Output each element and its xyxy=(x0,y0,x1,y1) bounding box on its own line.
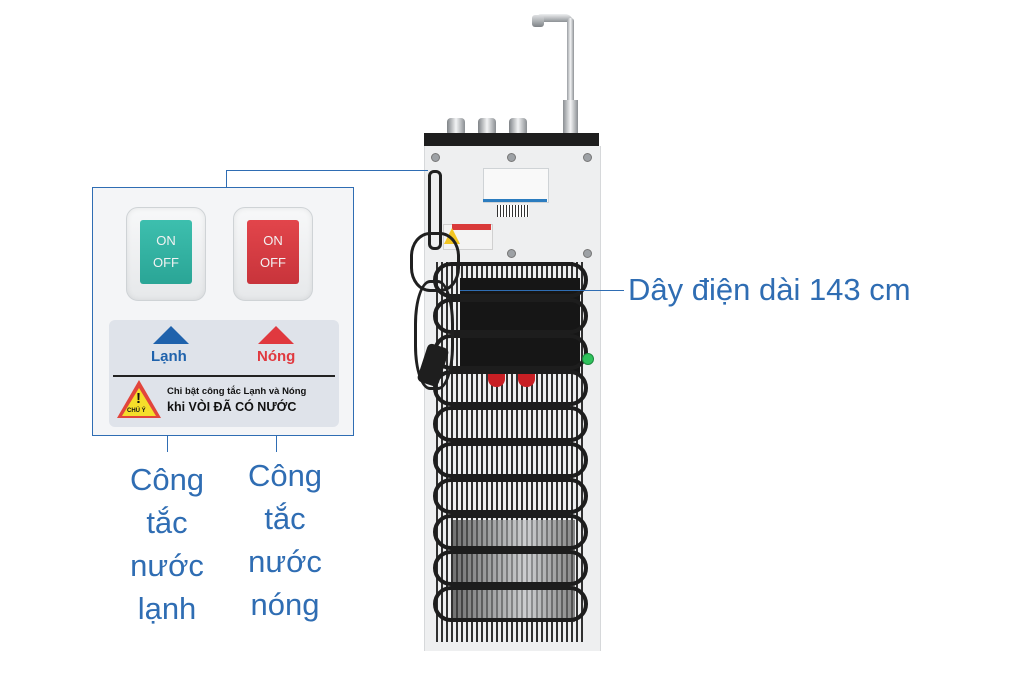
hot-water-switch[interactable]: ON OFF xyxy=(247,220,299,284)
divider xyxy=(113,375,335,377)
leader-line-inset xyxy=(226,170,227,187)
warning-badge-text: CHÚ Ý xyxy=(127,408,146,414)
switch-off-label: OFF xyxy=(260,255,286,270)
power-cord xyxy=(414,280,454,390)
caption-line: nóng xyxy=(250,587,320,622)
switch-closeup-inset: ON OFF ON OFF Lạnh Nóng ! CHÚ Ý Chỉ bật … xyxy=(92,187,354,436)
top-knob-1 xyxy=(447,118,465,134)
condenser-coil xyxy=(433,514,588,550)
cold-fitting-cap xyxy=(488,374,505,387)
screw xyxy=(583,249,592,258)
faucet-nozzle xyxy=(532,15,544,27)
caption-line: lạnh xyxy=(137,591,197,626)
cold-water-switch[interactable]: ON OFF xyxy=(140,220,192,284)
warning-exclamation: ! xyxy=(136,390,141,407)
caption-line: nước xyxy=(248,544,322,579)
top-cap xyxy=(424,133,599,146)
cold-arrow-icon xyxy=(153,326,189,344)
screw xyxy=(583,153,592,162)
caption-line: tắc xyxy=(146,505,188,540)
caption-line: Công xyxy=(247,458,323,493)
power-cord xyxy=(428,170,442,250)
switch-off-label: OFF xyxy=(153,255,179,270)
condenser-coil xyxy=(433,442,588,478)
top-knob-2 xyxy=(478,118,496,134)
cord-length-caption: Dây điện dài 143 cm xyxy=(628,272,911,307)
warning-icon-fill xyxy=(122,388,156,416)
lower-compartment xyxy=(453,520,575,622)
cold-switch-cover: ON OFF xyxy=(126,207,206,301)
leader-line-cord xyxy=(460,290,624,291)
condenser-coil xyxy=(433,586,588,622)
hot-label: Nóng xyxy=(257,348,296,365)
barcode xyxy=(497,205,529,217)
faucet-stem xyxy=(567,18,574,118)
condenser-coil xyxy=(433,406,588,442)
hot-switch-caption: Công tắc nước nóng xyxy=(230,454,340,626)
screw xyxy=(431,153,440,162)
switch-on-label: ON xyxy=(156,233,176,248)
notice-line-1: Chỉ bật công tắc Lạnh và Nóng xyxy=(167,386,307,397)
top-knob-3 xyxy=(509,118,527,134)
spec-label xyxy=(483,168,549,203)
hot-switch-cover: ON OFF xyxy=(233,207,313,301)
instruction-sticker: Lạnh Nóng ! CHÚ Ý Chỉ bật công tắc Lạnh … xyxy=(109,320,339,427)
condenser-coil xyxy=(433,370,588,406)
leader-line-inset xyxy=(226,170,428,171)
switch-on-label: ON xyxy=(263,233,283,248)
screw xyxy=(507,249,516,258)
condenser-coil xyxy=(433,478,588,514)
screw xyxy=(507,153,516,162)
caption-line: tắc xyxy=(264,501,306,536)
power-indicator-led xyxy=(582,353,594,365)
condenser-coil xyxy=(433,550,588,586)
faucet-base xyxy=(563,100,578,133)
condenser-coil xyxy=(433,334,588,370)
spec-label-bar xyxy=(483,199,547,202)
faucet-spout xyxy=(537,14,573,22)
hot-arrow-icon xyxy=(258,326,294,344)
condenser-coil xyxy=(433,298,588,334)
caption-line: nước xyxy=(130,548,204,583)
hot-fitting-cap xyxy=(518,374,535,387)
notice-line-2: khi VÒI ĐÃ CÓ NƯỚC xyxy=(167,400,297,414)
electrical-warning-header xyxy=(452,224,491,230)
compressor-housing xyxy=(460,278,580,373)
cold-label: Lạnh xyxy=(151,348,187,365)
caption-line: Công xyxy=(129,462,205,497)
cold-switch-caption: Công tắc nước lạnh xyxy=(112,458,222,630)
